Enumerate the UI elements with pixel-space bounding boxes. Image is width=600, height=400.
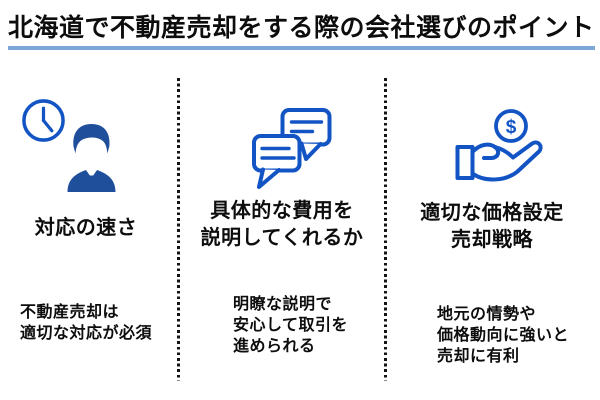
- heading-line: 具体的な費用を: [210, 200, 354, 222]
- businessman-icon: [64, 122, 119, 192]
- page-title: 北海道で不動産売却をする際の会社選びのポイント: [8, 8, 595, 50]
- clock-icon: [21, 98, 66, 143]
- heading-line: 説明してくれるか: [200, 227, 364, 249]
- column-body-pricing-strategy: 地元の情勢や 価格動向に強いと 売却に有利: [437, 304, 569, 367]
- heading-line: 適切な価格設定: [420, 202, 564, 224]
- title-underline: 北海道で不動産売却をする際の会社選びのポイント: [8, 8, 595, 50]
- body-line: 不動産売却は: [20, 304, 120, 321]
- body-line: 進められる: [233, 338, 316, 355]
- hand-coin-icon: $: [451, 106, 548, 200]
- column-heading-pricing-strategy: 適切な価格設定 売却戦略: [386, 200, 598, 254]
- chat-bubbles-icon: [249, 106, 341, 196]
- body-line: 適切な対応が必須: [20, 325, 153, 342]
- column-divider-left: [177, 78, 180, 381]
- column-divider-right: [384, 78, 387, 381]
- body-line: 安心して取引を: [233, 317, 349, 334]
- column-heading-fee-explanation: 具体的な費用を 説明してくれるか: [182, 198, 382, 252]
- dollar-coin-icon: $: [494, 109, 528, 143]
- column-body-fee-explanation: 明瞭な説明で 安心して取引を 進められる: [233, 294, 348, 357]
- body-line: 明瞭な説明で: [233, 296, 333, 313]
- heading-line: 対応の速さ: [34, 217, 138, 239]
- body-line: 価格動向に強いと: [437, 327, 570, 344]
- body-line: 売却に有利: [437, 348, 520, 365]
- body-line: 地元の情勢や: [437, 306, 537, 323]
- heading-line: 売却戦略: [451, 229, 533, 251]
- column-body-response-speed: 不動産売却は 適切な対応が必須: [20, 302, 152, 344]
- column-heading-response-speed: 対応の速さ: [0, 215, 172, 242]
- dollar-sign: $: [506, 117, 517, 138]
